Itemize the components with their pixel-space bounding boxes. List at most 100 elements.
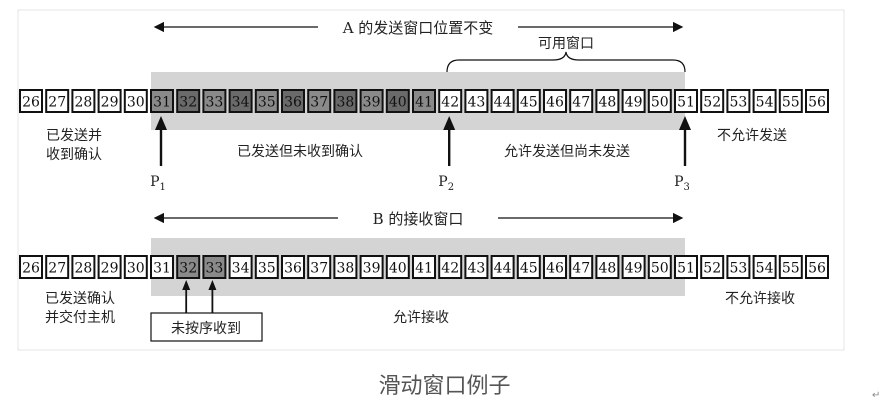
receiver-seq-number-27: 27 <box>48 261 66 277</box>
sender-seq-box-45 <box>516 89 541 113</box>
receiver-seq-box-36 <box>281 255 305 279</box>
sender-seq-number-52: 52 <box>703 95 721 111</box>
receiver-seq-number-35: 35 <box>258 261 276 277</box>
allowed-unsent-label: 允许发送但尚未发送 <box>504 144 630 160</box>
sender-seq-number-45: 45 <box>520 95 538 111</box>
receiver-seq-number-38: 38 <box>336 261 354 277</box>
not-allowed-receive-label: 不允许接收 <box>725 290 795 307</box>
receiver-seq-box-31 <box>150 255 174 279</box>
receiver-seq-box-27 <box>45 255 70 279</box>
sender-seq-box-41 <box>412 89 436 113</box>
sender-seq-box-30 <box>123 89 148 113</box>
out-of-order-label: 未按序收到 <box>171 321 241 337</box>
receiver-seq-number-39: 39 <box>363 261 381 277</box>
sender-seq-number-46: 46 <box>546 95 564 111</box>
sender-seq-number-47: 47 <box>572 95 590 111</box>
receiver-seq-number-49: 49 <box>625 261 643 277</box>
sender-seq-box-56 <box>805 89 829 113</box>
sender-title-mask <box>318 16 518 38</box>
receiver-seq-box-42 <box>438 255 463 279</box>
available-window-label: 可用窗口 <box>538 35 594 52</box>
sender-seq-number-36: 36 <box>284 95 302 111</box>
receiver-seq-box-53 <box>726 255 751 279</box>
receiver-seq-box-46 <box>543 255 567 279</box>
sender-seq-box-53 <box>726 89 751 113</box>
pointer-arrowhead-3 <box>679 116 691 130</box>
receiver-seq-box-47 <box>569 255 594 279</box>
receiver-seq-box-55 <box>778 255 803 279</box>
receiver-seq-box-33 <box>202 255 227 279</box>
receiver-seq-number-34: 34 <box>232 261 250 277</box>
receiver-seq-number-32: 32 <box>179 261 197 277</box>
receiver-seq-box-45 <box>516 255 541 279</box>
sender-seq-box-51 <box>674 89 698 113</box>
sender-seq-box-31 <box>150 89 174 113</box>
receiver-seq-number-36: 36 <box>284 261 302 277</box>
sender-seq-box-33 <box>202 89 227 113</box>
sender-seq-number-26: 26 <box>22 95 40 111</box>
figure-frame <box>17 9 845 351</box>
sender-seq-number-49: 49 <box>625 95 643 111</box>
receiver-seq-number-42: 42 <box>441 261 459 277</box>
sender-seq-number-37: 37 <box>310 95 328 111</box>
sender-seq-number-31: 31 <box>153 95 171 111</box>
receiver-seq-number-30: 30 <box>127 261 145 277</box>
sender-seq-number-56: 56 <box>808 95 826 111</box>
sender-seq-box-29 <box>97 89 122 113</box>
receiver-seq-number-53: 53 <box>729 261 747 277</box>
acked-delivered-label-line2: 并交付主机 <box>45 309 115 326</box>
receiver-seq-box-37 <box>307 255 332 279</box>
sender-seq-box-50 <box>647 89 672 113</box>
available-window-brace <box>446 51 686 73</box>
receiver-seq-number-47: 47 <box>572 261 590 277</box>
sent-unacked-label: 已发送但未收到确认 <box>237 144 363 160</box>
acked-delivered-label-line1: 已发送确认 <box>45 291 115 307</box>
sender-seq-box-44 <box>490 89 515 113</box>
receiver-seq-box-40 <box>385 255 410 279</box>
receiver-seq-box-49 <box>621 255 646 279</box>
receiver-seq-number-37: 37 <box>310 261 328 277</box>
sender-seq-number-28: 28 <box>74 95 92 111</box>
sender-seq-number-29: 29 <box>101 95 119 111</box>
sender-seq-number-50: 50 <box>651 95 669 111</box>
sender-seq-number-48: 48 <box>598 95 616 111</box>
sent-acked-label-line2: 收到确认 <box>46 147 102 163</box>
receiver-seq-number-44: 44 <box>494 261 512 277</box>
receiver-seq-box-35 <box>254 255 279 279</box>
sender-seq-box-55 <box>778 89 803 113</box>
receiver-seq-box-51 <box>674 255 698 279</box>
sent-acked-label-line1: 已发送并 <box>46 128 102 144</box>
pointer-arrowhead-1 <box>155 116 167 130</box>
receiver-seq-number-52: 52 <box>703 261 721 277</box>
allowed-receive-label: 允许接收 <box>393 309 449 326</box>
out-of-order-arrows <box>182 280 217 313</box>
sender-seq-box-46 <box>543 89 567 113</box>
pointer-label-1: P1 <box>150 174 166 193</box>
out-of-order-label-box <box>150 312 263 342</box>
receiver-seq-box-43 <box>464 255 489 279</box>
sender-seq-box-26 <box>19 89 43 113</box>
receiver-seq-box-34 <box>228 255 253 279</box>
sender-seq-box-40 <box>385 89 410 113</box>
receiver-seq-number-43: 43 <box>467 261 485 277</box>
sender-seq-box-42 <box>438 89 463 113</box>
receiver-seq-box-28 <box>71 255 96 279</box>
sender-seq-number-27: 27 <box>48 95 66 111</box>
receiver-seq-box-32 <box>176 255 201 279</box>
receiver-seq-box-54 <box>752 255 777 279</box>
receiver-seq-number-55: 55 <box>782 261 800 277</box>
receiver-seq-number-45: 45 <box>520 261 538 277</box>
receiver-window-title: B 的接收窗口 <box>373 210 464 228</box>
receiver-seq-box-56 <box>805 255 829 279</box>
sender-seq-number-40: 40 <box>389 95 407 111</box>
sender-seq-number-38: 38 <box>336 95 354 111</box>
sender-seq-box-32 <box>176 89 201 113</box>
sender-seq-number-34: 34 <box>232 95 250 111</box>
not-allowed-send-label: 不允许发送 <box>717 128 787 144</box>
sender-seq-box-27 <box>45 89 70 113</box>
receiver-seq-number-51: 51 <box>677 261 695 277</box>
